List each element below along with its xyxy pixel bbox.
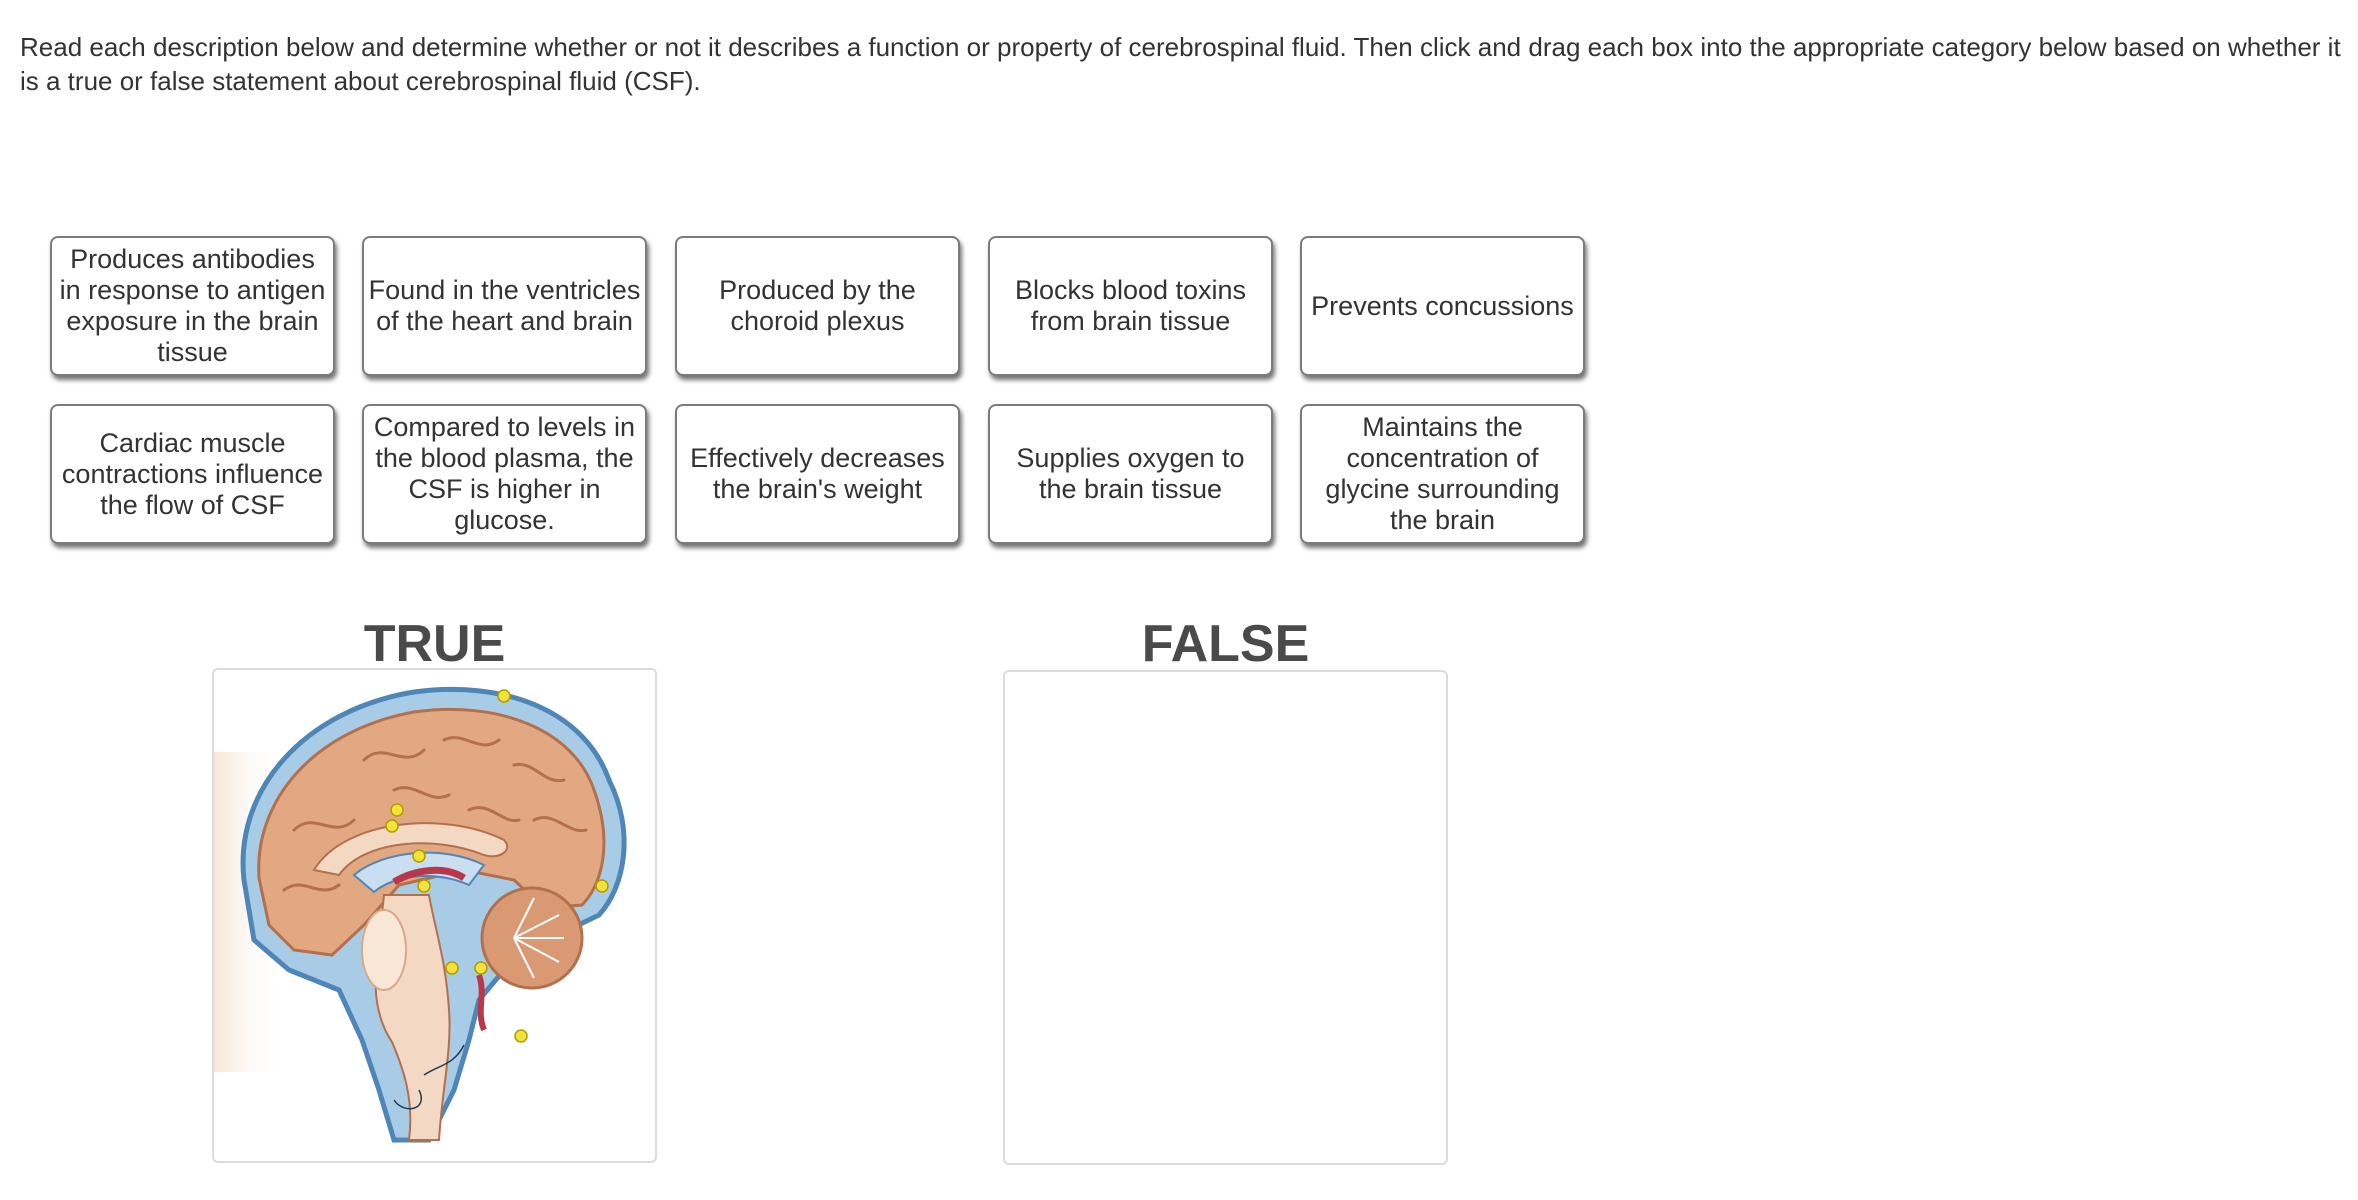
answer-card-glycine[interactable]: Maintains the concentration of glycine s… xyxy=(1300,404,1585,544)
false-drop-zone[interactable] xyxy=(1003,670,1448,1165)
answer-card-blocks-toxins[interactable]: Blocks blood toxins from brain tissue xyxy=(988,236,1273,376)
answer-card-ventricles[interactable]: Found in the ventricles of the heart and… xyxy=(362,236,647,376)
true-category-title: TRUE xyxy=(363,615,506,673)
answer-card-antibodies[interactable]: Produces antibodies in response to antig… xyxy=(50,236,335,376)
true-drop-zone[interactable] xyxy=(212,668,657,1163)
false-category-title: FALSE xyxy=(1141,615,1310,673)
answer-card-glucose-levels[interactable]: Compared to levels in the blood plasma, … xyxy=(362,404,647,544)
answer-card-decreases-weight[interactable]: Effectively decreases the brain's weight xyxy=(675,404,960,544)
instructions-text: Read each description below and determin… xyxy=(20,32,2341,96)
answer-card-choroid-plexus[interactable]: Produced by the choroid plexus xyxy=(675,236,960,376)
answer-card-cardiac-contractions[interactable]: Cardiac muscle contractions influence th… xyxy=(50,404,335,544)
answer-card-supplies-oxygen[interactable]: Supplies oxygen to the brain tissue xyxy=(988,404,1273,544)
brain-sagittal-illustration xyxy=(214,686,627,1143)
answer-card-prevents-concussions[interactable]: Prevents concussions xyxy=(1300,236,1585,376)
